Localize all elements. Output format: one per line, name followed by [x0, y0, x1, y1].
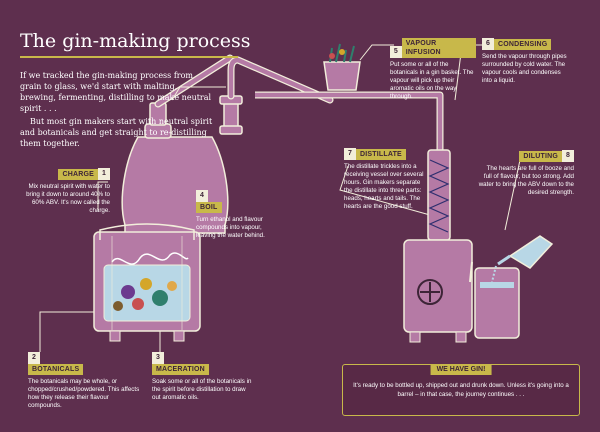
step-text: Put some or all of the botanicals in a g… — [390, 61, 474, 100]
step-number: 3 — [152, 352, 164, 364]
we-have-gin-box: WE HAVE GIN! It's ready to be bottled up… — [342, 364, 580, 416]
step-number: 2 — [28, 352, 40, 364]
step-name: MACERATION — [152, 364, 209, 375]
title-underline — [20, 56, 238, 58]
step-name: CHARGE — [58, 169, 98, 180]
gin-basket — [171, 56, 334, 135]
step-text: The botanicals may be whole, or chopped/… — [28, 378, 140, 409]
step-name: DILUTING — [519, 151, 562, 162]
step-text: Mix neutral spirit with water to bring i… — [26, 183, 110, 214]
step-text: The hearts are full of booze and full of… — [478, 165, 574, 196]
step-name: CONDENSING — [494, 39, 552, 50]
step-text: Send the vapour through pipes surrounded… — [482, 53, 567, 84]
step-name: BOIL — [196, 202, 222, 213]
step-number: 6 — [482, 38, 494, 50]
step-number: 8 — [562, 150, 574, 162]
step-name: BOTANICALS — [28, 364, 84, 375]
step-maceration: 3 MACERATION Soak some or all of the bot… — [152, 352, 252, 402]
step-name: DISTILLATE — [356, 149, 406, 160]
water-bottle — [491, 235, 554, 283]
intro-paragraph: If we tracked the gin-making process fro… — [20, 71, 212, 113]
intro-text: If we tracked the gin-making process fro… — [20, 70, 215, 151]
receiving-vessel — [469, 261, 520, 339]
final-text: It's ready to be bottled up, shipped out… — [353, 382, 569, 398]
step-text: Turn ethanol and flavour compounds into … — [196, 216, 265, 239]
final-heading: WE HAVE GIN! — [430, 364, 492, 375]
condenser-pipe — [255, 91, 444, 160]
step-number: 1 — [98, 168, 110, 180]
step-name: VAPOUR INFUSION — [401, 38, 476, 58]
step-number: 7 — [344, 148, 356, 160]
step-number: 4 — [196, 190, 208, 202]
step-boil: 4 BOIL Turn ethanol and flavour compound… — [196, 190, 268, 240]
column-still — [403, 149, 473, 343]
step-botanicals: 2 BOTANICALS The botanicals may be whole… — [28, 352, 144, 410]
pot-still — [93, 54, 234, 342]
step-number: 5 — [390, 46, 402, 58]
step-text: The distillate trickles into a receiving… — [344, 163, 424, 210]
step-text: Soak some or all of the botanicals in th… — [152, 378, 252, 401]
vapour-infusion-pot — [323, 43, 361, 91]
page-title: The gin-making process — [20, 30, 251, 52]
intro-paragraph: But most gin makers start with neutral s… — [20, 117, 213, 148]
